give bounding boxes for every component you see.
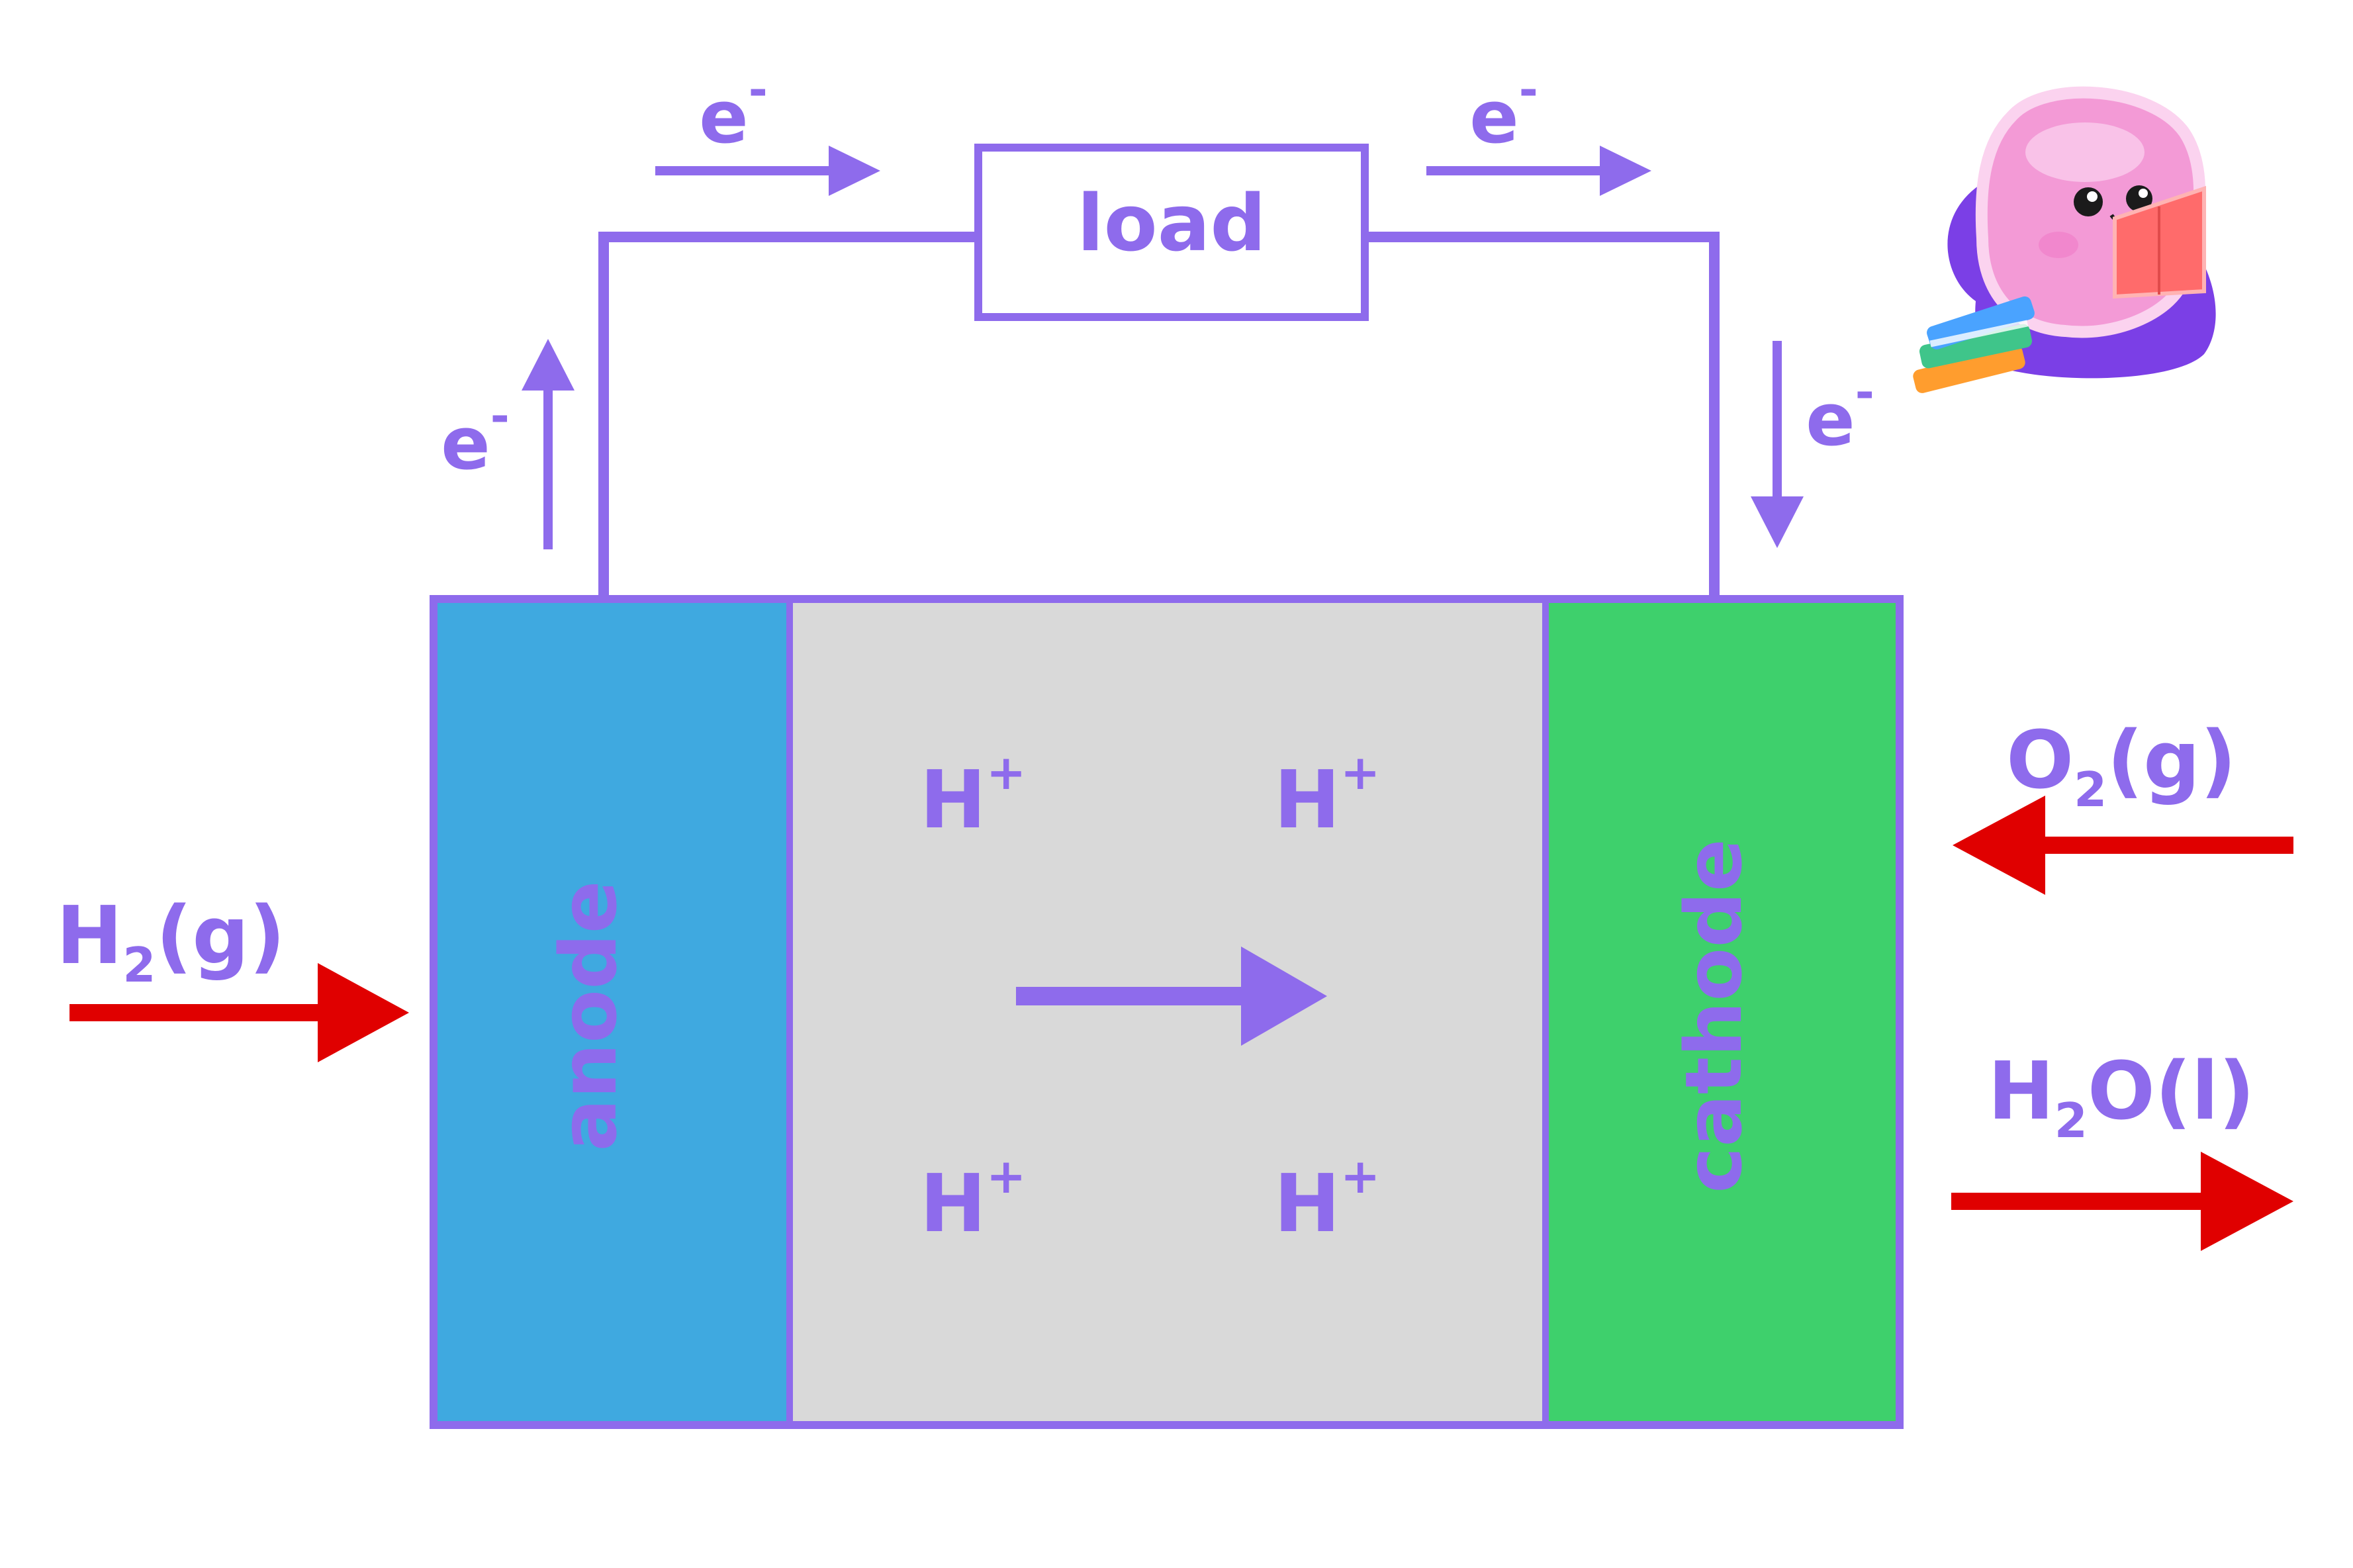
reading-mascot-icon bbox=[1913, 86, 2216, 393]
svg-text:e-: e- bbox=[1806, 365, 1874, 462]
fuel-cell: anode cathode H+ H+ H+ H+ bbox=[430, 595, 1904, 1429]
hydrogen-input: H2(g) bbox=[56, 890, 409, 1062]
oxygen-formula-state: (g) bbox=[2107, 715, 2237, 807]
oxygen-formula-subscript: 2 bbox=[2074, 762, 2107, 817]
anode-region bbox=[434, 599, 790, 1425]
electron-arrow-top-left: e- bbox=[655, 63, 880, 196]
ion-label: H+ bbox=[920, 1148, 1027, 1250]
load-label: load bbox=[1077, 177, 1266, 269]
electron-arrow-left-up: e- bbox=[441, 339, 575, 549]
water-formula-state: O(l) bbox=[2088, 1046, 2255, 1138]
electron-label: e bbox=[441, 401, 490, 486]
electron-label: e bbox=[1806, 377, 1855, 462]
oxygen-input: O2(g) bbox=[1953, 715, 2293, 895]
books-stack-icon bbox=[1913, 296, 2035, 393]
svg-text:e-: e- bbox=[699, 63, 768, 160]
ion-label: H+ bbox=[920, 745, 1027, 847]
circuit-wire bbox=[598, 232, 1720, 599]
svg-text:e-: e- bbox=[1469, 63, 1538, 160]
electron-label: e bbox=[699, 75, 749, 160]
water-formula-main: H bbox=[1988, 1046, 2054, 1138]
anode-label: anode bbox=[543, 880, 634, 1151]
electron-arrow-top-right: e- bbox=[1426, 63, 1651, 196]
ion-label: H+ bbox=[1274, 1148, 1381, 1250]
cathode-label: cathode bbox=[1668, 839, 1759, 1193]
electron-charge: - bbox=[1519, 63, 1538, 117]
svg-text:e-: e- bbox=[441, 389, 510, 486]
svg-text:H2(g): H2(g) bbox=[56, 890, 285, 993]
ion-flow-arrow bbox=[1016, 946, 1327, 1046]
oxygen-formula-main: O bbox=[2006, 715, 2074, 807]
electron-charge: - bbox=[1855, 365, 1874, 420]
electron-charge: - bbox=[749, 63, 768, 117]
water-output: H2O(l) bbox=[1951, 1046, 2293, 1251]
electron-arrow-right-down: e- bbox=[1751, 341, 1874, 548]
water-formula-subscript: 2 bbox=[2054, 1093, 2088, 1148]
ion-label: H+ bbox=[1274, 745, 1381, 847]
electron-charge: - bbox=[490, 389, 510, 443]
electrolyte-membrane bbox=[790, 599, 1546, 1425]
svg-text:H2O(l): H2O(l) bbox=[1988, 1046, 2254, 1148]
electron-label: e bbox=[1469, 75, 1519, 160]
hydrogen-formula-main: H bbox=[56, 890, 122, 982]
hydrogen-formula-subscript: 2 bbox=[122, 937, 156, 993]
cathode-region bbox=[1546, 599, 1900, 1425]
load-box: load bbox=[974, 144, 1369, 321]
svg-text:O2(g): O2(g) bbox=[2006, 715, 2237, 817]
hydrogen-formula-state: (g) bbox=[156, 890, 285, 982]
